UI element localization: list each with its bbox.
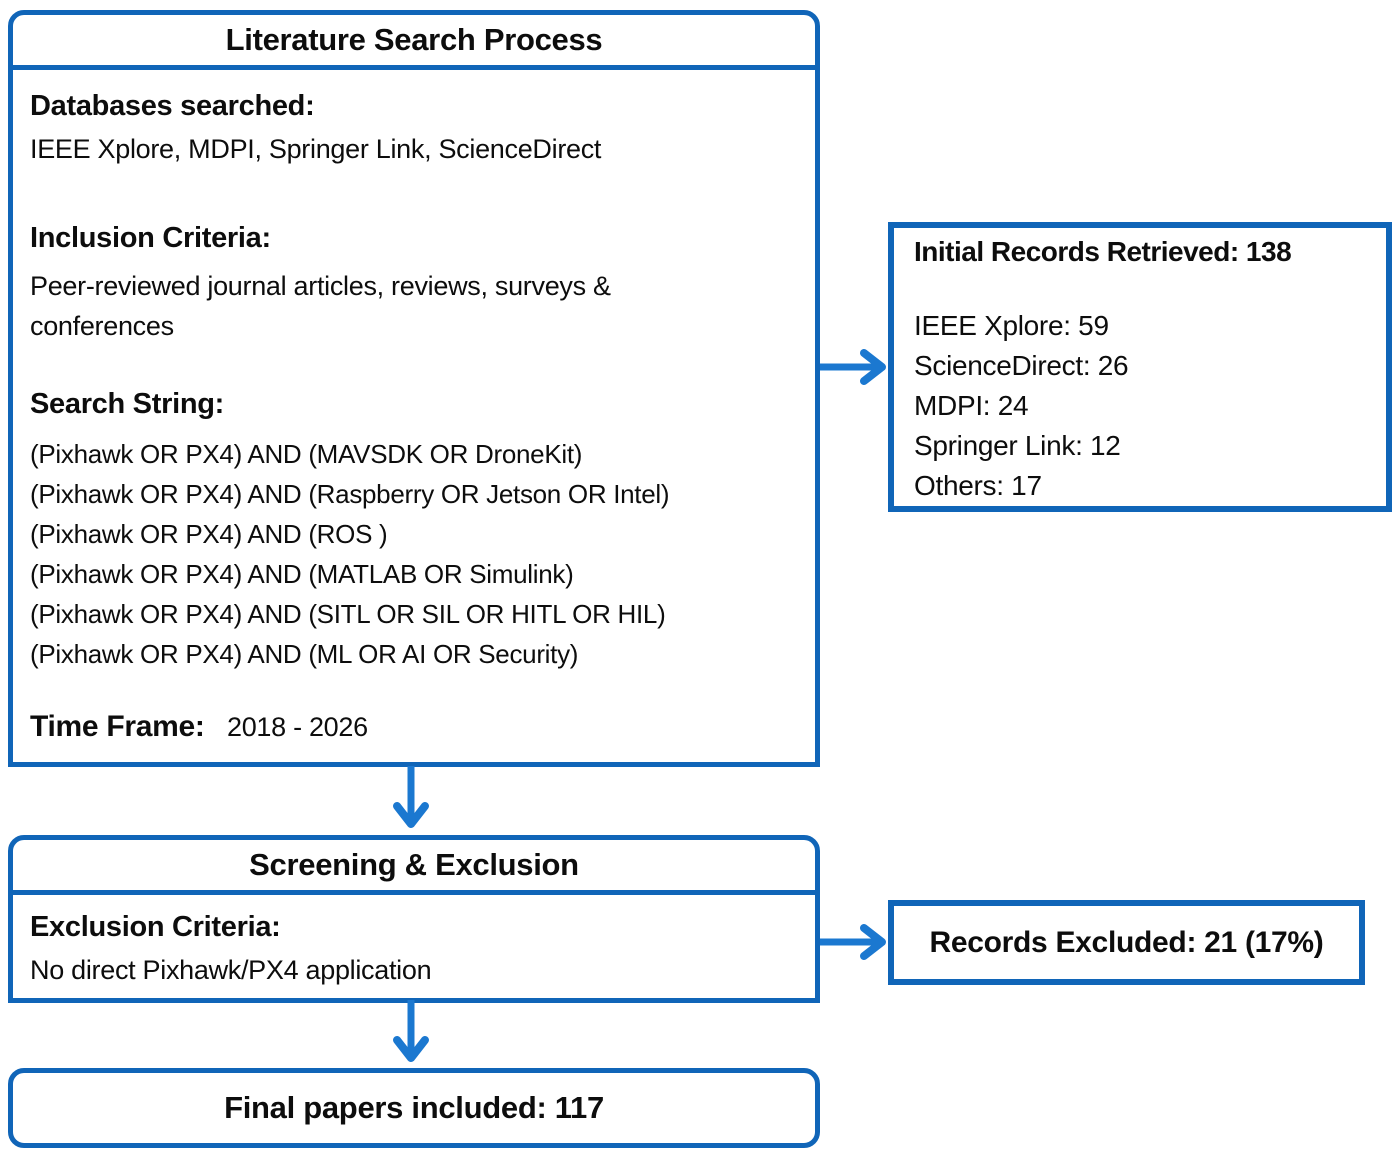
final-papers-label: Final papers included: 117 xyxy=(224,1090,604,1125)
literature-box-body xyxy=(8,65,820,767)
arrow-screening-to-records-excluded xyxy=(820,924,886,960)
inclusion-line: Peer-reviewed journal articles, reviews,… xyxy=(30,271,611,301)
screening-box-title: Screening & Exclusion xyxy=(249,847,579,882)
search-string-list: (Pixhawk OR PX4) AND (MAVSDK OR DroneKit… xyxy=(30,434,670,674)
inclusion-criteria-label: Inclusion Criteria: xyxy=(30,222,271,254)
exclusion-criteria-label: Exclusion Criteria: xyxy=(30,911,281,943)
time-frame-label: Time Frame: xyxy=(30,710,205,743)
databases-searched-label: Databases searched: xyxy=(30,90,315,122)
arrow-screening-to-final-papers xyxy=(393,1000,429,1062)
initial-records-box xyxy=(888,222,1392,512)
literature-box-title: Literature Search Process xyxy=(225,22,603,57)
initial-records-item: Others: 17 xyxy=(914,470,1042,501)
search-string-line: (Pixhawk OR PX4) AND (ROS ) xyxy=(30,519,388,549)
initial-records-item: MDPI: 24 xyxy=(914,390,1029,421)
search-string-line: (Pixhawk OR PX4) AND (MATLAB OR Simulink… xyxy=(30,559,574,589)
search-string-line: (Pixhawk OR PX4) AND (MAVSDK OR DroneKit… xyxy=(30,439,583,469)
records-excluded-label: Records Excluded: 21 (17%) xyxy=(929,926,1324,959)
search-string-line: (Pixhawk OR PX4) AND (SITL OR SIL OR HIT… xyxy=(30,599,666,629)
records-excluded-box: Records Excluded: 21 (17%) xyxy=(888,900,1365,985)
time-frame-row: Time Frame: 2018 - 2026 xyxy=(30,710,368,744)
screening-box-header: Screening & Exclusion xyxy=(8,835,820,895)
initial-records-item: Springer Link: 12 xyxy=(914,430,1121,461)
search-string-label: Search String: xyxy=(30,388,225,420)
initial-records-title: Initial Records Retrieved: 138 xyxy=(914,236,1292,267)
databases-searched-value: IEEE Xplore, MDPI, Springer Link, Scienc… xyxy=(30,134,602,164)
initial-records-item: IEEE Xplore: 59 xyxy=(914,310,1109,341)
final-papers-box: Final papers included: 117 xyxy=(8,1068,820,1148)
exclusion-criteria-value: No direct Pixhawk/PX4 application xyxy=(30,955,432,985)
inclusion-line: conferences xyxy=(30,311,174,341)
initial-records-list: IEEE Xplore: 59 ScienceDirect: 26 MDPI: … xyxy=(914,306,1129,506)
search-string-line: (Pixhawk OR PX4) AND (Raspberry OR Jetso… xyxy=(30,479,670,509)
initial-records-item: ScienceDirect: 26 xyxy=(914,350,1129,381)
inclusion-criteria-value: Peer-reviewed journal articles, reviews,… xyxy=(30,266,611,346)
screening-box-body xyxy=(8,890,820,1003)
search-string-line: (Pixhawk OR PX4) AND (ML OR AI OR Securi… xyxy=(30,639,579,669)
time-frame-value: 2018 - 2026 xyxy=(227,712,368,742)
arrow-literature-to-initial-records xyxy=(820,349,886,385)
arrow-literature-to-screening xyxy=(393,766,429,828)
literature-box-header: Literature Search Process xyxy=(8,10,820,70)
